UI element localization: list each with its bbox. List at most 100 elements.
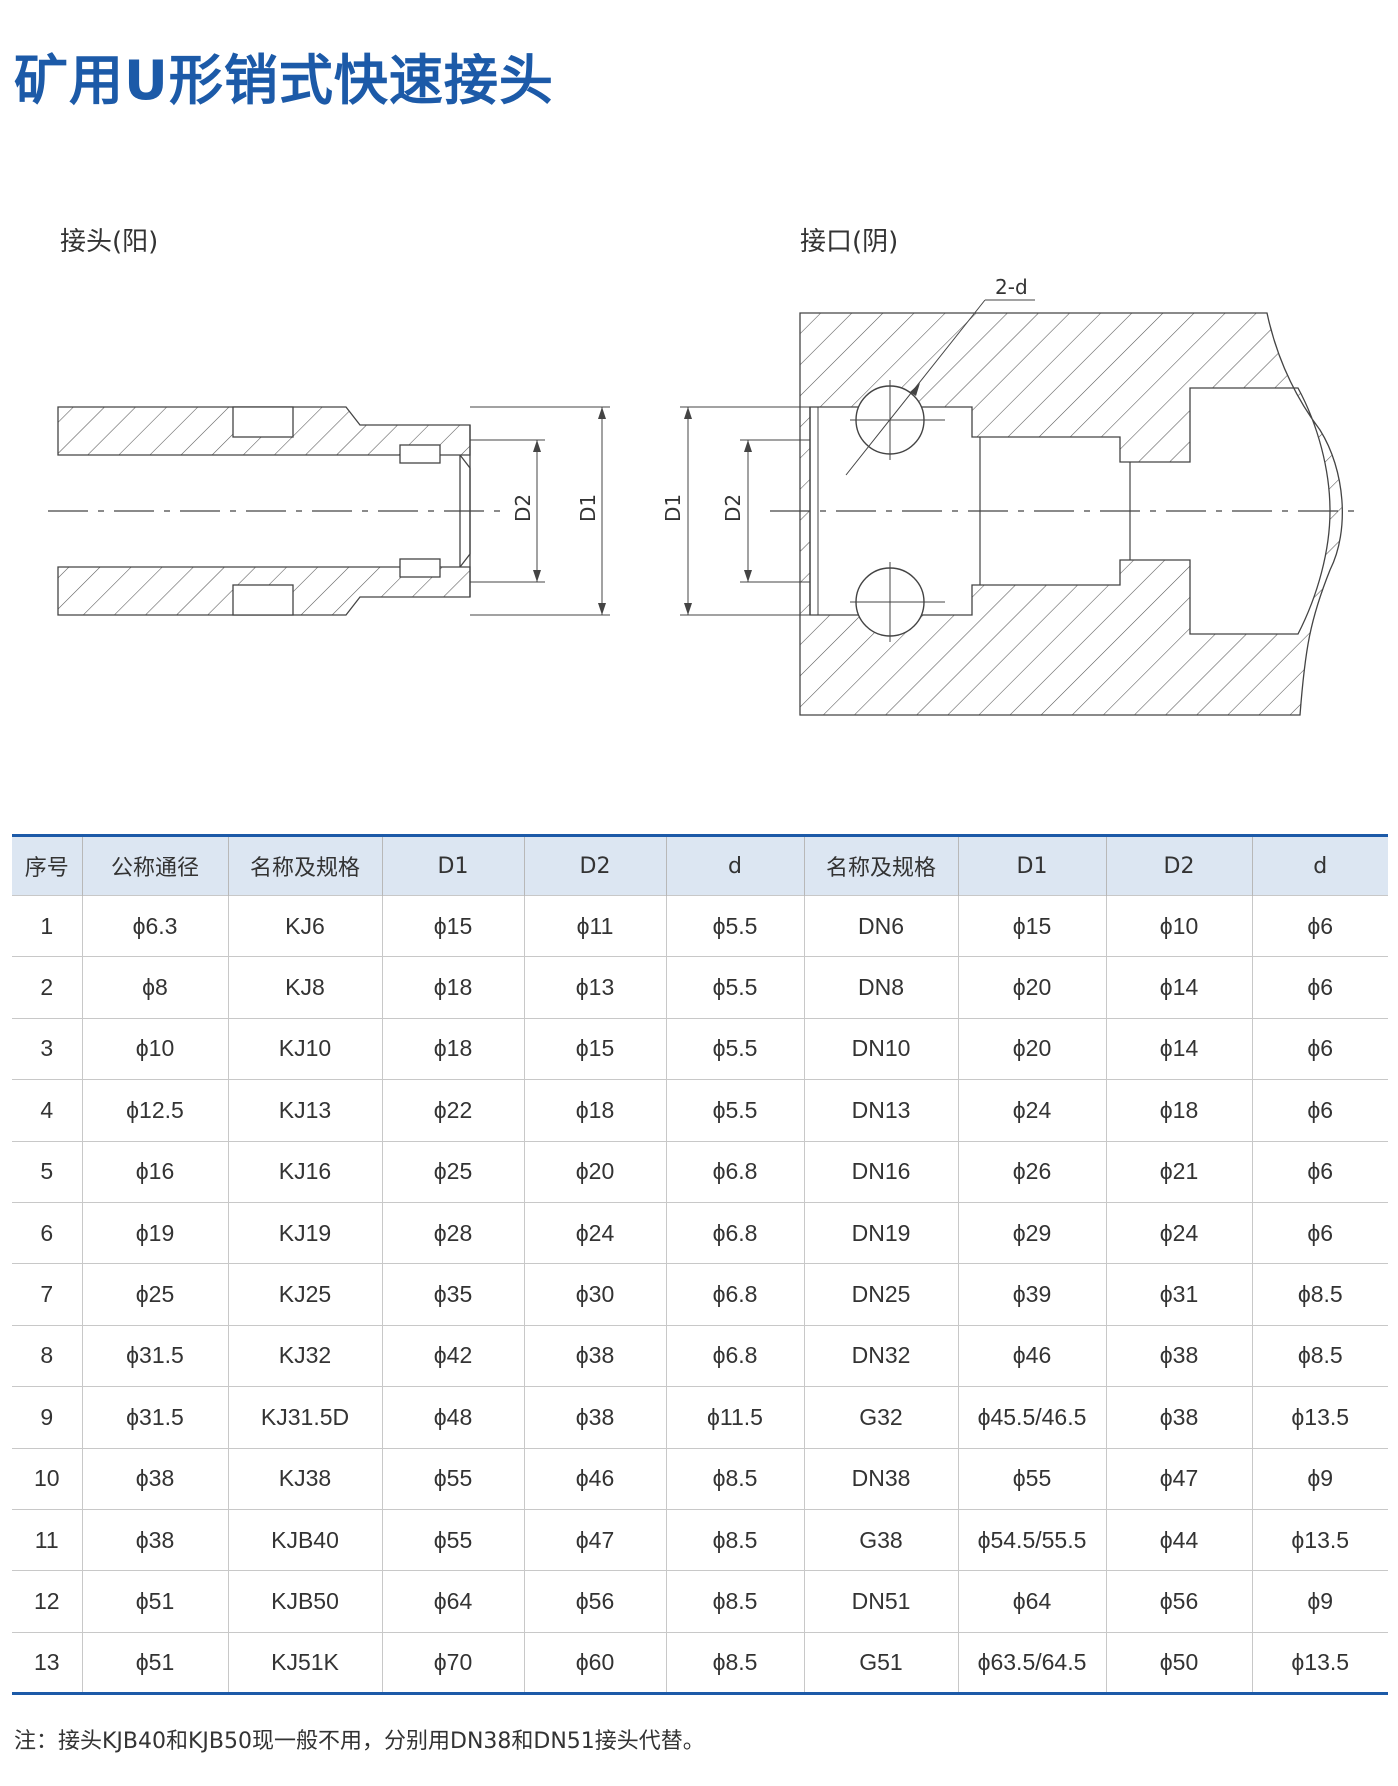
table-cell: ϕ16: [81, 1140, 229, 1203]
column-header: d: [1251, 835, 1388, 896]
column-header: D1: [381, 835, 525, 896]
table-cell: ϕ55: [381, 1508, 525, 1572]
table-cell: ϕ8.5: [665, 1570, 805, 1633]
table-cell: DN19: [803, 1201, 959, 1265]
table-cell: ϕ47: [523, 1508, 667, 1572]
table-cell: ϕ11.5: [665, 1386, 805, 1449]
table-cell: DN32: [803, 1324, 959, 1388]
table-cell: ϕ31.5: [81, 1386, 229, 1449]
table-cell: 6: [12, 1201, 83, 1265]
table-cell: ϕ15: [381, 894, 525, 958]
column-header: D2: [1105, 835, 1253, 896]
table-cell: ϕ6.8: [665, 1140, 805, 1203]
table-cell: KJ6: [227, 894, 383, 958]
table-cell: ϕ18: [1105, 1079, 1253, 1142]
table-cell: ϕ38: [1105, 1386, 1253, 1449]
table-cell: ϕ31.5: [81, 1324, 229, 1388]
table-cell: G38: [803, 1508, 959, 1572]
table-cell: ϕ60: [523, 1631, 667, 1695]
table-cell: ϕ56: [1105, 1570, 1253, 1633]
table-cell: ϕ46: [523, 1447, 667, 1510]
table-cell: KJ19: [227, 1201, 383, 1265]
male-dim-d1: D1: [576, 494, 600, 522]
table-cell: ϕ42: [381, 1324, 525, 1388]
table-cell: ϕ6: [1251, 1140, 1388, 1203]
callout-pin: 2-d: [995, 275, 1028, 299]
table-cell: ϕ38: [523, 1324, 667, 1388]
table-cell: ϕ6: [1251, 1017, 1388, 1081]
table-cell: ϕ46: [957, 1324, 1107, 1388]
table-cell: ϕ12.5: [81, 1079, 229, 1142]
table-cell: 10: [12, 1447, 83, 1510]
table-cell: ϕ51: [81, 1570, 229, 1633]
table-cell: ϕ56: [523, 1570, 667, 1633]
table-cell: ϕ51: [81, 1631, 229, 1695]
table-cell: KJ38: [227, 1447, 383, 1510]
table-cell: ϕ48: [381, 1386, 525, 1449]
footnote: 注：接头KJB40和KJB50现一般不用，分别用DN38和DN51接头代替。: [14, 1729, 705, 1754]
table-cell: ϕ38: [81, 1508, 229, 1572]
table-cell: ϕ9: [1251, 1447, 1388, 1510]
table-cell: ϕ13.5: [1251, 1631, 1388, 1695]
table-cell: KJ16: [227, 1140, 383, 1203]
table-cell: 12: [12, 1570, 83, 1633]
table-cell: ϕ8.5: [1251, 1324, 1388, 1388]
table-cell: ϕ15: [523, 1017, 667, 1081]
table-cell: ϕ45.5/46.5: [957, 1386, 1107, 1449]
table-cell: ϕ38: [523, 1386, 667, 1449]
table-cell: DN6: [803, 894, 959, 958]
table-cell: ϕ22: [381, 1079, 525, 1142]
table-cell: DN10: [803, 1017, 959, 1081]
table-cell: ϕ21: [1105, 1140, 1253, 1203]
table-cell: ϕ29: [957, 1201, 1107, 1265]
page-title: 矿用U形销式快速接头: [14, 49, 554, 112]
female-dim-d2: D2: [721, 494, 745, 522]
column-header: 名称及规格: [803, 835, 959, 896]
table-cell: ϕ35: [381, 1263, 525, 1326]
table-cell: ϕ44: [1105, 1508, 1253, 1572]
table-cell: ϕ25: [81, 1263, 229, 1326]
table-cell: ϕ55: [957, 1447, 1107, 1510]
table-cell: ϕ55: [381, 1447, 525, 1510]
column-header: 名称及规格: [227, 835, 383, 896]
table-cell: 3: [12, 1017, 83, 1081]
table-cell: ϕ39: [957, 1263, 1107, 1326]
table-cell: ϕ5.5: [665, 1017, 805, 1081]
table-cell: 11: [12, 1508, 83, 1572]
table-cell: ϕ13: [523, 956, 667, 1019]
female-fitting: 2-d D1 D2: [661, 275, 1355, 716]
table-cell: DN51: [803, 1570, 959, 1633]
table-cell: ϕ5.5: [665, 956, 805, 1019]
table-cell: ϕ70: [381, 1631, 525, 1695]
table-cell: ϕ26: [957, 1140, 1107, 1203]
table-cell: ϕ10: [1105, 894, 1253, 958]
table-cell: ϕ14: [1105, 1017, 1253, 1081]
table-cell: ϕ8: [81, 956, 229, 1019]
table-cell: G32: [803, 1386, 959, 1449]
table-cell: KJ25: [227, 1263, 383, 1326]
table-cell: ϕ30: [523, 1263, 667, 1326]
table-cell: ϕ64: [381, 1570, 525, 1633]
table-cell: 1: [12, 894, 83, 958]
table-cell: ϕ24: [1105, 1201, 1253, 1265]
table-cell: ϕ19: [81, 1201, 229, 1265]
table-cell: ϕ6: [1251, 956, 1388, 1019]
technical-drawing: 接头(阳) D2: [0, 200, 1398, 760]
table-cell: KJ31.5D: [227, 1386, 383, 1449]
table-cell: DN13: [803, 1079, 959, 1142]
table-cell: DN8: [803, 956, 959, 1019]
table-cell: ϕ13.5: [1251, 1508, 1388, 1572]
table-cell: ϕ6.8: [665, 1201, 805, 1265]
table-cell: ϕ8.5: [1251, 1263, 1388, 1326]
table-cell: ϕ5.5: [665, 894, 805, 958]
table-cell: ϕ18: [523, 1079, 667, 1142]
table-cell: ϕ6.8: [665, 1324, 805, 1388]
table-cell: ϕ13.5: [1251, 1386, 1388, 1449]
